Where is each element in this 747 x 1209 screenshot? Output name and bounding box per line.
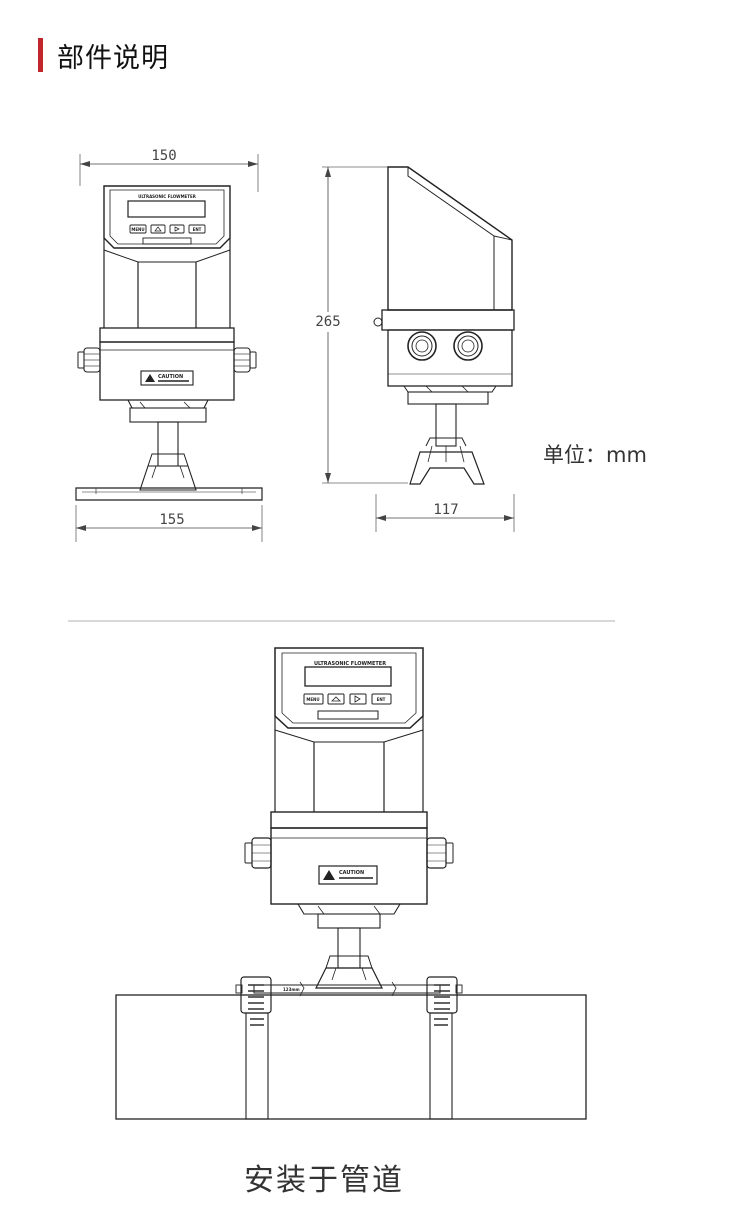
- side-right-gland: [453, 331, 483, 361]
- front-menu-button: [129, 224, 147, 234]
- svg-text:MENU: MENU: [306, 697, 319, 702]
- mount-right-button: [349, 693, 367, 705]
- side-view: 265 117: [312, 166, 647, 532]
- front-panel-label: ULTRASONIC FLOWMETER: [138, 194, 196, 199]
- mount-up-button: [327, 693, 345, 705]
- right-pipe-strap: [429, 1012, 453, 1120]
- svg-text:ENT: ENT: [193, 227, 202, 232]
- unit-label: 单位：mm: [543, 443, 647, 467]
- mount-menu-button: [303, 693, 324, 705]
- dim-base-width: 155: [159, 512, 184, 528]
- svg-text:123mm: 123mm: [283, 987, 300, 992]
- warning-icon: [145, 374, 155, 382]
- side-left-gland: [407, 331, 437, 361]
- header-accent-bar: [38, 38, 43, 72]
- front-up-button: [150, 224, 166, 234]
- mount-panel-label: ULTRASONIC FLOWMETER: [314, 661, 386, 667]
- pipe: [115, 994, 587, 1120]
- dim-front-width: 150: [151, 148, 176, 164]
- front-caution-label: [140, 370, 194, 386]
- dim-height: 265: [315, 314, 340, 330]
- diagram-caption: 安装于管道: [244, 1163, 404, 1198]
- page-title: 部件说明: [57, 42, 169, 74]
- front-ent-button: [188, 224, 206, 234]
- front-lcd-screen: [127, 200, 206, 218]
- svg-text:ENT: ENT: [377, 697, 386, 702]
- mount-lcd-screen: [304, 666, 392, 687]
- left-pipe-strap: [245, 1012, 269, 1120]
- svg-text:MENU: MENU: [131, 227, 144, 232]
- svg-text:CAUTION: CAUTION: [339, 870, 364, 876]
- svg-text:CAUTION: CAUTION: [158, 374, 183, 380]
- pipe-mount-view: ULTRASONIC FLOWMETER MENU ENT: [115, 647, 587, 1120]
- warning-icon: [323, 870, 335, 880]
- mount-ent-button: [371, 693, 392, 705]
- dim-side-width: 117: [433, 502, 458, 518]
- front-view: 150 ULTRASONIC FLOWMETER MENU ENT: [75, 148, 263, 542]
- mount-caution-label: [318, 865, 378, 885]
- section-header: 部件说明: [38, 38, 169, 74]
- front-right-button: [169, 224, 185, 234]
